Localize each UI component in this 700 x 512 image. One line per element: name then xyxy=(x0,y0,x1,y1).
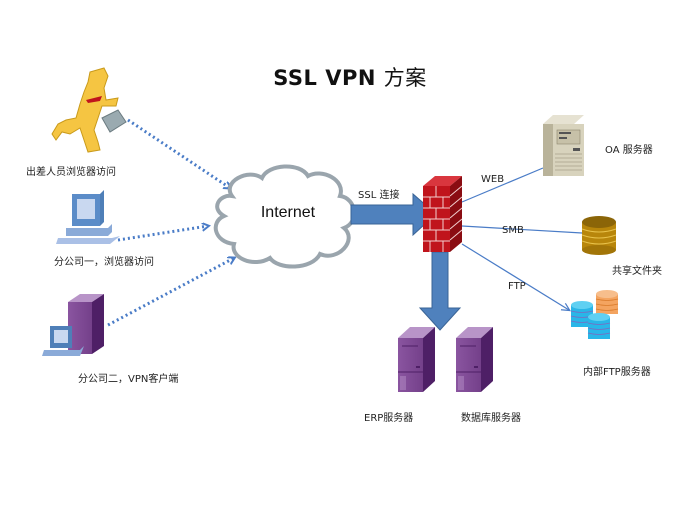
running-businessman-icon xyxy=(51,67,127,153)
protocol-label-web: WEB xyxy=(481,174,505,185)
service-label-oa: OA 服务器 xyxy=(605,145,653,156)
internal-label-erp: ERP服务器 xyxy=(364,413,414,424)
title-latin: SSL VPN xyxy=(273,66,376,90)
service-label-share: 共享文件夹 xyxy=(612,266,662,277)
client-label-traveler: 出差人员浏览器访问 xyxy=(26,167,116,178)
database-stack-icon xyxy=(581,216,617,255)
purple-server-icon xyxy=(456,327,493,392)
dotted-link-traveler xyxy=(127,118,230,188)
service-label-ftp: 内部FTP服务器 xyxy=(583,367,651,378)
protocol-line-web xyxy=(461,167,544,203)
protocol-label-smb: SMB xyxy=(502,225,524,236)
protocol-line-ftp xyxy=(461,243,569,310)
desktop-computer-icon xyxy=(56,190,120,244)
protocol-label-ftp: FTP xyxy=(508,281,526,292)
brick-firewall-icon xyxy=(423,176,463,252)
tower-server-icon xyxy=(543,115,584,176)
dotted-link-branch1 xyxy=(117,226,208,242)
down-arrow-icon xyxy=(418,251,462,331)
cloud-icon xyxy=(213,164,356,269)
diagram-title: SSL VPN 方案 xyxy=(0,62,700,92)
protocol-line-smb xyxy=(461,225,583,234)
purple-server-icon xyxy=(398,327,435,392)
ssl-link-label: SSL 连接 xyxy=(358,190,400,201)
client-label-branch1: 分公司一，浏览器访问 xyxy=(54,257,154,268)
client-label-branch2: 分公司二，VPN客户端 xyxy=(78,374,179,385)
ftp-database-cluster-icon xyxy=(570,290,619,339)
internet-label: Internet xyxy=(260,204,316,221)
title-cjk: 方案 xyxy=(383,66,427,90)
internal-label-db: 数据库服务器 xyxy=(461,413,521,424)
workstation-with-tower-icon xyxy=(42,294,104,356)
dotted-link-branch2 xyxy=(107,258,234,327)
